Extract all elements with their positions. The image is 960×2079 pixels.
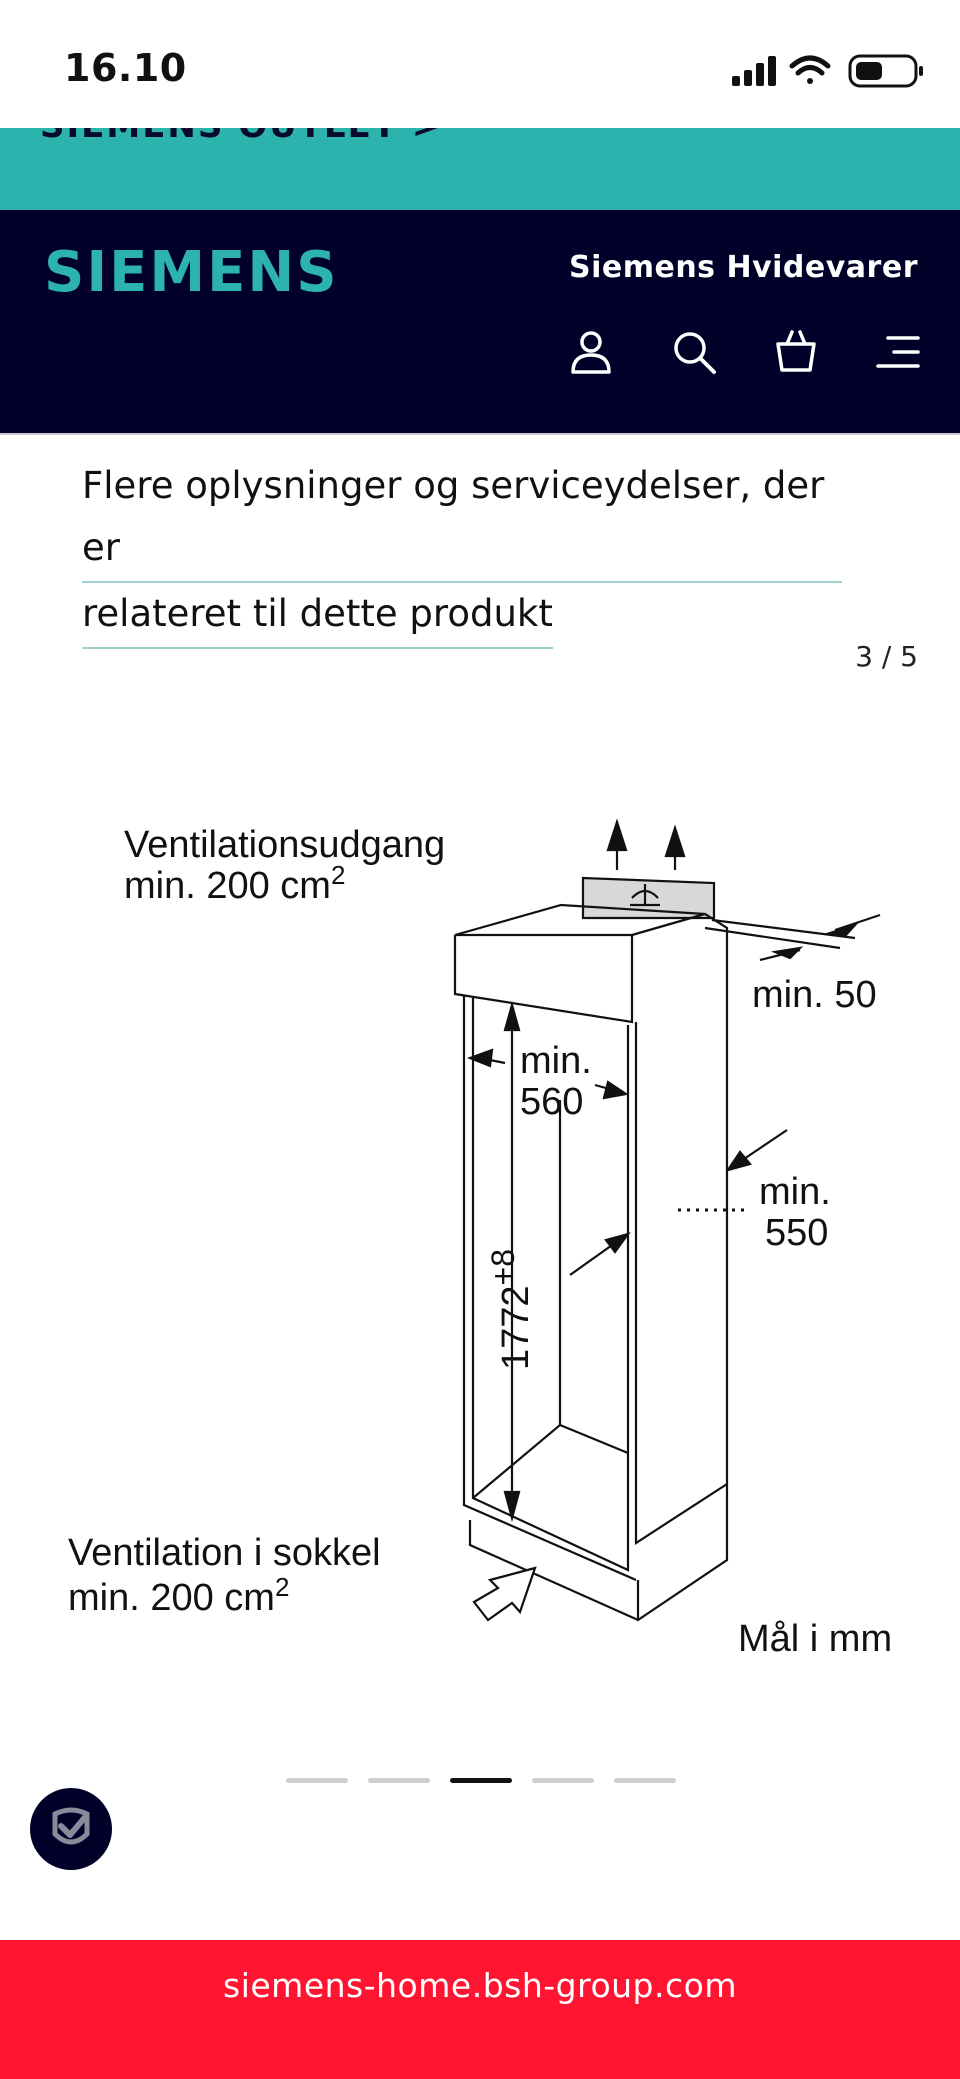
promo-text: SIEMENS OUTLET > — [40, 128, 442, 146]
min560-label-a: min. — [520, 1040, 592, 1082]
siemens-logo[interactable]: SIEMENS — [44, 240, 339, 305]
more-info-line-1: Flere oplysninger og serviceydelser, der… — [82, 455, 842, 583]
status-icons — [732, 54, 923, 88]
search-icon[interactable] — [670, 328, 718, 376]
installation-diagram[interactable]: Ventilationsudgang min. 200 cm2 min. 50 … — [0, 780, 960, 1680]
gallery-dot-5[interactable] — [614, 1778, 676, 1783]
trust-badge[interactable] — [30, 1788, 112, 1870]
height-label: 1772 — [495, 1285, 537, 1370]
gallery-dot-2[interactable] — [368, 1778, 430, 1783]
min50-label: min. 50 — [752, 974, 877, 1016]
battery-icon — [848, 54, 923, 88]
brand-subtitle[interactable]: Siemens Hvidevarer — [568, 250, 918, 285]
min560-label-b: 560 — [520, 1081, 583, 1123]
browser-url-bar[interactable]: siemens-home.bsh-group.com — [0, 1940, 960, 2079]
min550-label-b: 550 — [765, 1212, 828, 1254]
gallery-pagination — [286, 1778, 676, 1786]
account-icon[interactable] — [567, 328, 615, 376]
checkmark-shield-icon — [52, 1807, 90, 1845]
site-header: SIEMENS Siemens Hvidevarer — [0, 210, 960, 434]
header-divider — [0, 433, 960, 435]
svg-text:1772+8: 1772+8 — [485, 1249, 537, 1370]
wifi-icon — [789, 55, 831, 84]
menu-icon[interactable] — [874, 328, 922, 376]
more-info-link[interactable]: Flere oplysninger og serviceydelser, der… — [82, 455, 842, 649]
basket-icon[interactable] — [772, 328, 820, 376]
vent-outlet-label: Ventilationsudgang — [124, 824, 445, 866]
vent-outlet-sup: 2 — [331, 860, 345, 890]
signal-icon — [732, 56, 776, 86]
svg-text:min. 200 cm2: min. 200 cm2 — [68, 1572, 289, 1619]
gallery-dot-1[interactable] — [286, 1778, 348, 1783]
status-time: 16.10 — [64, 46, 187, 90]
svg-text:min. 200 cm2: min. 200 cm2 — [124, 860, 345, 907]
gallery-dot-3[interactable] — [450, 1778, 512, 1783]
vent-outlet-value: min. 200 cm — [124, 865, 331, 907]
height-tolerance: +8 — [485, 1249, 521, 1285]
gallery-counter: 3 / 5 — [855, 640, 918, 673]
status-bar: 16.10 — [0, 0, 960, 128]
vent-base-sup: 2 — [275, 1572, 289, 1602]
vent-base-value: min. 200 cm — [68, 1577, 275, 1619]
units-label: Mål i mm — [738, 1618, 892, 1660]
gallery-dot-4[interactable] — [532, 1778, 594, 1783]
vent-base-label: Ventilation i sokkel — [68, 1532, 381, 1574]
more-info-line-2: relateret til dette produkt — [82, 583, 553, 649]
promo-bar[interactable]: SIEMENS OUTLET > — [0, 128, 960, 210]
url-text: siemens-home.bsh-group.com — [223, 1966, 737, 2005]
min550-label-a: min. — [759, 1171, 831, 1213]
